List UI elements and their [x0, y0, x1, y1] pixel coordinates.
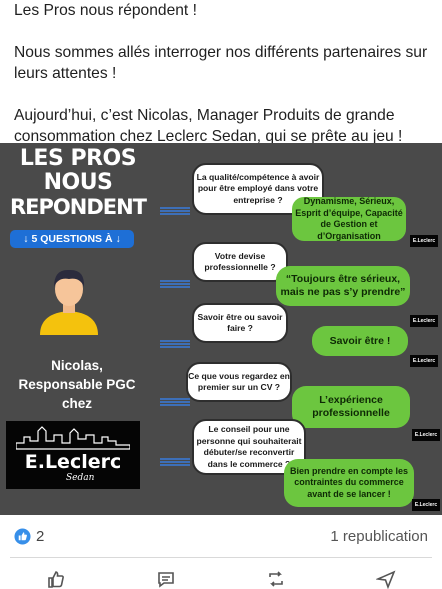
- title-line-2: NOUS: [43, 170, 113, 195]
- mini-text-decoration: [160, 206, 190, 215]
- answer-bubble-4: L’expérience professionnelle: [292, 386, 410, 428]
- reactions-bar: 2 1 republication: [0, 523, 442, 551]
- divider: [10, 557, 432, 558]
- send-icon[interactable]: [376, 569, 396, 589]
- person-name: Nicolas, Responsable PGC chez: [2, 356, 152, 413]
- mini-text-decoration: [160, 279, 190, 288]
- logo-subtext: Sedan: [66, 473, 95, 483]
- logo-text: E.Leclerc: [24, 451, 122, 473]
- person-name-line-2: Responsable PGC: [18, 377, 136, 392]
- city-skyline-icon: [16, 426, 130, 450]
- mini-leclerc-logo: E.Leclerc: [410, 235, 438, 247]
- mini-text-decoration: [160, 397, 190, 406]
- answer-bubble-1: Dynamisme, Sérieux, Esprit d’équipe, Cap…: [292, 196, 406, 241]
- post-line-1: Les Pros nous répondent !: [14, 2, 197, 19]
- mini-text-decoration: [160, 339, 190, 348]
- answer-bubble-2: “Toujours être sérieux, mais ne pas s’y …: [276, 266, 410, 306]
- like-icon[interactable]: [14, 528, 31, 545]
- person-name-line-3: chez: [61, 396, 92, 411]
- question-bubble-1: La qualité/compétence à avoir pour être …: [192, 163, 324, 215]
- post-line-3: Aujourd’hui, c’est Nicolas, Manager Prod…: [14, 107, 403, 145]
- mini-leclerc-logo: E.Leclerc: [410, 355, 438, 367]
- post-text: Les Pros nous répondent ! Nous sommes al…: [14, 0, 434, 147]
- repost-icon[interactable]: [266, 569, 286, 589]
- answer-bubble-5: Bien prendre en compte les contraintes d…: [284, 459, 414, 507]
- person-avatar-icon: [40, 269, 98, 335]
- question-bubble-3: Savoir être ou savoir faire ?: [192, 303, 288, 343]
- infographic-image[interactable]: LES PROS NOUS REPONDENT ↓ 5 QUESTIONS À …: [0, 143, 442, 515]
- person-name-line-1: Nicolas,: [51, 358, 103, 373]
- leclerc-logo: E.Leclerc Sedan: [6, 421, 140, 489]
- title-line-3: REPONDENT: [9, 195, 147, 219]
- question-bubble-2: Votre devise professionnelle ?: [192, 242, 288, 282]
- like-action-icon[interactable]: [46, 569, 66, 589]
- action-bar: [0, 565, 442, 589]
- questions-badge: ↓ 5 QUESTIONS À ↓: [10, 230, 134, 248]
- post-line-2: Nous sommes allés interroger nos différe…: [14, 44, 428, 82]
- mini-leclerc-logo: E.Leclerc: [410, 315, 438, 327]
- question-bubble-4: Ce que vous regardez en premier sur un C…: [186, 362, 292, 402]
- mini-text-decoration: [160, 457, 190, 466]
- title-line-1: LES PROS: [19, 146, 137, 171]
- infographic-title: LES PROS NOUS REPONDENT: [4, 146, 152, 220]
- comment-icon[interactable]: [156, 569, 176, 589]
- mini-leclerc-logo: E.Leclerc: [412, 499, 440, 511]
- like-count[interactable]: 2: [36, 528, 45, 545]
- answer-bubble-3: Savoir être !: [312, 326, 408, 356]
- republication-count[interactable]: 1 republication: [330, 528, 428, 545]
- mini-leclerc-logo: E.Leclerc: [412, 429, 440, 441]
